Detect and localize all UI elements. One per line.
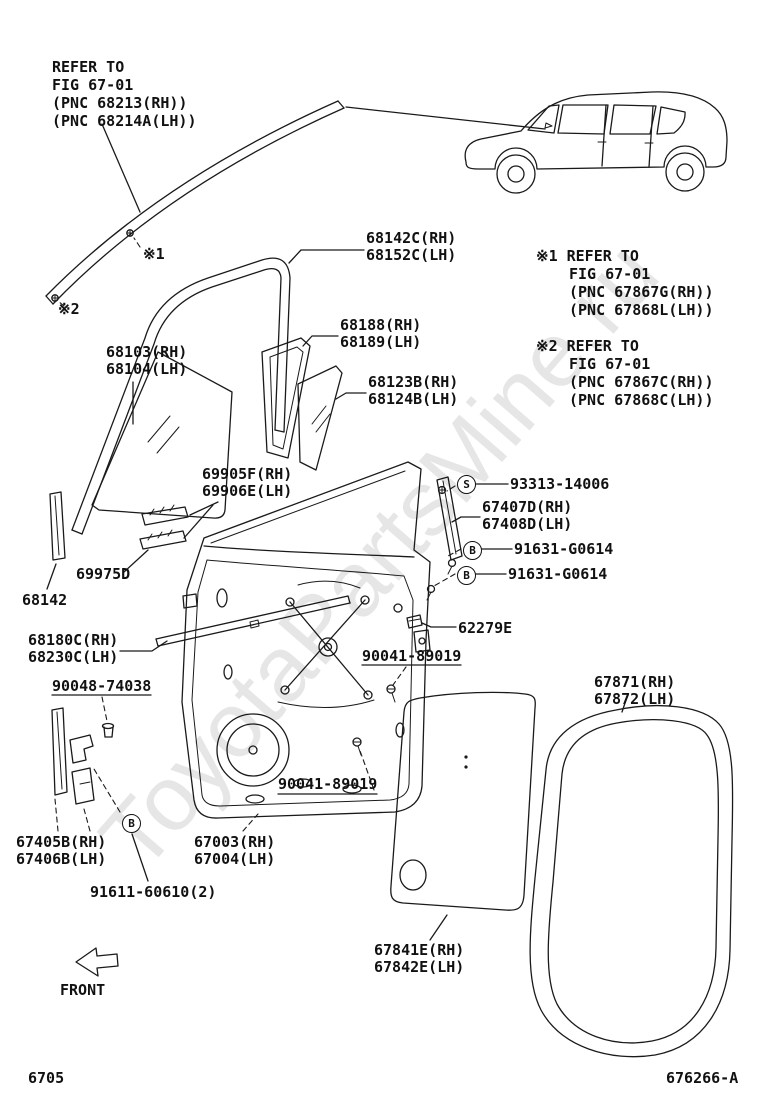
part-number: 68152C(LH) xyxy=(366,246,457,264)
part-number: 67871(RH) xyxy=(594,673,676,691)
part-number: 67003(RH) xyxy=(194,833,276,851)
part-number: 68104(LH) xyxy=(106,360,188,378)
note-line: (PNC 68213(RH)) xyxy=(52,94,188,112)
part-number: 67408D(LH) xyxy=(482,515,573,533)
bolt-marker-b-bracket: B xyxy=(122,814,141,833)
part-number: 69906E(LH) xyxy=(202,482,293,500)
label-68180c: 68180C(RH) 68230C(LH) xyxy=(28,632,118,666)
door-glass-68103 xyxy=(91,351,233,519)
part-number: 68103(RH) xyxy=(106,343,188,361)
bolts-90041 xyxy=(352,684,396,756)
ref-note-2: ※2 REFER TO FIG 67-01 (PNC 67867C(RH)) (P… xyxy=(536,337,714,409)
part-number: 68189(LH) xyxy=(340,333,422,351)
note-line: FIG 67-01 xyxy=(569,265,651,283)
ref1-marker: ※1 xyxy=(536,247,558,265)
label-69975d: 69975D xyxy=(76,565,131,583)
part-number: 67872(LH) xyxy=(594,690,676,708)
glass-run-weatherstrip-68142c xyxy=(71,257,291,535)
part-number: 67004(LH) xyxy=(194,850,276,868)
figure-code: 676266-A xyxy=(666,1069,739,1087)
part-number: 67841E(RH) xyxy=(374,941,465,959)
note-line: (PNC 67867G(RH)) xyxy=(569,283,714,301)
note-line: (PNC 68214A(LH)) xyxy=(52,112,197,130)
ref1-flag: ※1 xyxy=(143,245,165,263)
label-67003: 67003(RH) 67004(LH) xyxy=(194,834,275,868)
front-direction-label: FRONT xyxy=(60,981,106,999)
note-text: REFER TO xyxy=(566,337,639,355)
label-68142c: 68142C(RH) 68152C(LH) xyxy=(366,230,456,264)
label-90041-lower: 90041-89019 xyxy=(278,775,378,793)
roof-drip-molding xyxy=(45,100,546,307)
bolt-marker-b-upper: B xyxy=(463,541,482,560)
part-number: 68142C(RH) xyxy=(366,229,457,247)
label-67407d: 67407D(RH) 67408D(LH) xyxy=(482,499,572,533)
front-direction-arrow xyxy=(75,947,119,977)
label-67841e: 67841E(RH) 67842E(LH) xyxy=(374,942,464,976)
ref-note-1: ※1 REFER TO FIG 67-01 (PNC 67867G(RH)) (P… xyxy=(536,247,714,319)
note-line: (PNC 67868L(LH)) xyxy=(569,301,714,319)
part-number: 68188(RH) xyxy=(340,316,422,334)
marker-letter: S xyxy=(463,478,470,491)
note-line: FIG 67-01 xyxy=(569,355,651,373)
note-line: REFER TO xyxy=(52,58,125,76)
label-90048: 90048-74038 xyxy=(52,677,152,695)
part-number: 67407D(RH) xyxy=(482,498,573,516)
label-68123b: 68123B(RH) 68124B(LH) xyxy=(368,374,458,408)
label-68142: 68142 xyxy=(22,591,68,609)
glass-pads-69905f-69975d xyxy=(139,504,189,550)
screw-marker-s: S xyxy=(457,475,476,494)
quarter-glass-68123b xyxy=(297,365,343,471)
label-91611: 91611-60610(2) xyxy=(90,883,217,901)
part-number: 69905F(RH) xyxy=(202,465,293,483)
clip-90048 xyxy=(101,722,115,738)
leader-lines xyxy=(46,249,629,941)
door-glass-67841e xyxy=(390,691,536,911)
bolt-marker-b-lower: B xyxy=(457,566,476,585)
label-91631-upper: 91631-G0614 xyxy=(514,540,614,558)
label-69905f: 69905F(RH) 69906E(LH) xyxy=(202,466,292,500)
ref2-flag: ※2 xyxy=(58,300,80,318)
note-line: (PNC 67867C(RH)) xyxy=(569,373,714,391)
note-text: REFER TO xyxy=(566,247,639,265)
opening-weatherstrip-67871 xyxy=(529,705,734,1058)
part-number: 68180C(RH) xyxy=(28,631,119,649)
part-number: 68230C(LH) xyxy=(28,648,119,666)
part-number: 68123B(RH) xyxy=(368,373,459,391)
label-67871: 67871(RH) 67872(LH) xyxy=(594,674,675,708)
part-number: 67406B(LH) xyxy=(16,850,107,868)
vehicle-thumbnail xyxy=(464,91,728,194)
part-number: 68124B(LH) xyxy=(368,390,459,408)
clip-62279e xyxy=(406,614,423,629)
label-93313: 93313-14006 xyxy=(510,475,610,493)
label-68103: 68103(RH) 68104(LH) xyxy=(106,344,187,378)
label-91631-lower: 91631-G0614 xyxy=(508,565,608,583)
belt-molding-68180c xyxy=(155,595,351,647)
note-line: ※2 REFER TO xyxy=(536,337,714,355)
label-90041-upper: 90041-89019 xyxy=(362,647,462,665)
label-62279e: 62279E xyxy=(458,619,513,637)
ref-note-top-left: REFER TO FIG 67-01 (PNC 68213(RH)) (PNC … xyxy=(52,58,197,130)
ref2-marker: ※2 xyxy=(536,337,558,355)
part-number: 67842E(LH) xyxy=(374,958,465,976)
marker-letter: B xyxy=(463,569,470,582)
label-67405b: 67405B(RH) 67406B(LH) xyxy=(16,834,106,868)
figure-page-number: 6705 xyxy=(28,1069,65,1087)
note-line: FIG 67-01 xyxy=(52,76,134,94)
quarter-window-frame-68188 xyxy=(261,337,311,459)
door-panel-67003 xyxy=(181,461,431,819)
leader-lines-dashed xyxy=(54,485,462,832)
front-channel-brackets-67405b xyxy=(51,707,95,805)
glass-run-strip-68142 xyxy=(49,491,66,561)
label-68188: 68188(RH) 68189(LH) xyxy=(340,317,421,351)
note-line: (PNC 67868C(LH)) xyxy=(569,391,714,409)
part-number: 67405B(RH) xyxy=(16,833,107,851)
marker-letter: B xyxy=(469,544,476,557)
note-line: ※1 REFER TO xyxy=(536,247,714,265)
marker-letter: B xyxy=(128,817,135,830)
rear-sash-67407d xyxy=(426,476,463,601)
